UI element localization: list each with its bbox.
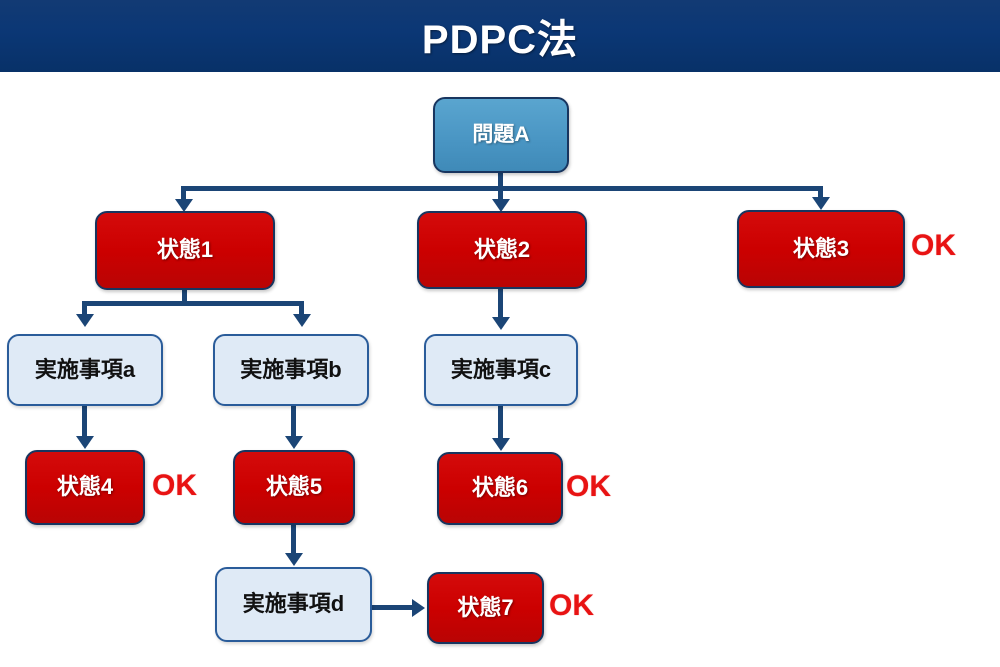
connector-state1-to-action-a bbox=[82, 301, 87, 317]
connector-problem-to-state2 bbox=[498, 186, 503, 204]
arrowhead-problem-to-state2 bbox=[491, 199, 510, 212]
node-action-b[interactable]: 実施事項b bbox=[213, 334, 369, 406]
node-state1-label: 状態1 bbox=[156, 237, 214, 263]
ok-label-state7: OK bbox=[549, 589, 594, 622]
connector-problem-to-state3 bbox=[818, 186, 823, 202]
arrowhead-action-c-to-state6 bbox=[491, 438, 510, 451]
node-state2-label: 状態2 bbox=[473, 236, 531, 262]
node-action-c[interactable]: 実施事項c bbox=[424, 334, 578, 406]
node-action-d-label: 実施事項d bbox=[242, 591, 345, 617]
node-action-b-label: 実施事項b bbox=[240, 356, 342, 382]
page-title: PDPC法 bbox=[421, 18, 579, 62]
arrowhead-state1-to-action-a bbox=[75, 314, 94, 327]
connector-state2-to-action-c bbox=[498, 289, 503, 319]
arrowhead-state5-to-action-d bbox=[284, 553, 303, 566]
connector-problem-stem bbox=[498, 173, 503, 189]
ok-label-state4: OK bbox=[152, 469, 197, 502]
connector-action-d-to-state7 bbox=[372, 605, 414, 610]
arrowhead-problem-to-state3 bbox=[811, 197, 830, 210]
node-state7[interactable]: 状態7 bbox=[427, 572, 544, 644]
node-action-c-label: 実施事項c bbox=[450, 356, 552, 382]
node-state4-label: 状態4 bbox=[56, 474, 114, 500]
arrowhead-state2-to-action-c bbox=[491, 317, 510, 330]
arrowhead-problem-to-state1 bbox=[174, 199, 193, 212]
node-action-a-label: 実施事項a bbox=[34, 356, 136, 382]
node-problem-a[interactable]: 問題A bbox=[433, 97, 569, 173]
node-state5[interactable]: 状態5 bbox=[233, 450, 355, 525]
connector-action-a-to-state4 bbox=[82, 406, 87, 438]
connector-action-c-to-state6 bbox=[498, 406, 503, 440]
ok-label-state6: OK bbox=[566, 470, 611, 503]
node-action-d[interactable]: 実施事項d bbox=[215, 567, 372, 642]
node-state4[interactable]: 状態4 bbox=[25, 450, 145, 525]
node-state6[interactable]: 状態6 bbox=[437, 452, 563, 525]
arrowhead-action-a-to-state4 bbox=[75, 436, 94, 449]
arrowhead-action-d-to-state7 bbox=[412, 598, 425, 617]
node-state6-label: 状態6 bbox=[471, 475, 529, 501]
node-action-a[interactable]: 実施事項a bbox=[7, 334, 163, 406]
connector-state5-to-action-d bbox=[291, 525, 296, 555]
node-problem-a-label: 問題A bbox=[472, 123, 530, 147]
title-banner: PDPC法 bbox=[0, 0, 1000, 72]
arrowhead-action-b-to-state5 bbox=[284, 436, 303, 449]
node-state1[interactable]: 状態1 bbox=[95, 211, 275, 290]
node-state3-label: 状態3 bbox=[792, 235, 850, 261]
ok-label-state3: OK bbox=[911, 229, 956, 262]
arrowhead-state1-to-action-b bbox=[292, 314, 311, 327]
node-state5-label: 状態5 bbox=[265, 474, 323, 500]
connector-state1-stem bbox=[182, 290, 187, 304]
node-state2[interactable]: 状態2 bbox=[417, 211, 587, 289]
node-state3[interactable]: 状態3 bbox=[737, 210, 905, 288]
connector-action-b-to-state5 bbox=[291, 406, 296, 438]
node-state7-label: 状態7 bbox=[457, 594, 514, 620]
connector-problem-to-state1 bbox=[181, 186, 186, 204]
connector-state1-to-action-b bbox=[299, 301, 304, 317]
connector-state1-bus bbox=[82, 301, 304, 306]
